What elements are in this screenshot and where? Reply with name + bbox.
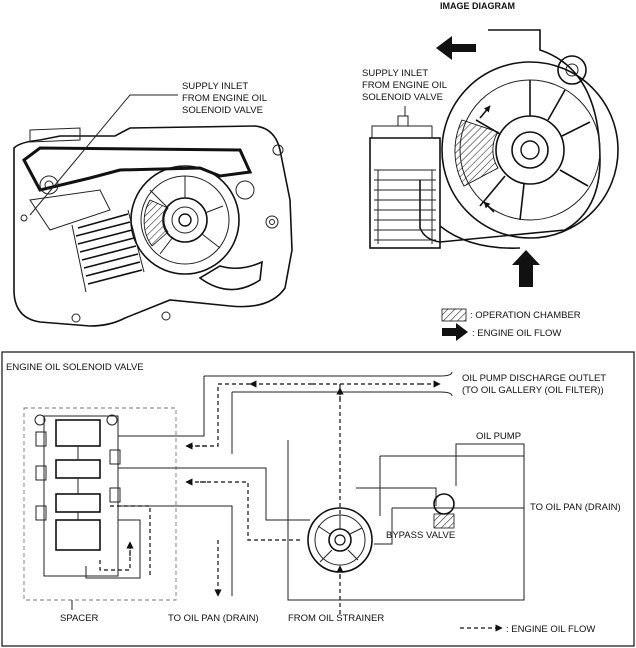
solenoid-valve-label: ENGINE OIL SOLENOID VALVE bbox=[6, 362, 144, 373]
pump-drawing bbox=[13, 125, 293, 327]
engine-oil-flow-legend-top: : ENGINE OIL FLOW bbox=[472, 328, 561, 339]
discharge-outlet-label: OIL PUMP DISCHARGE OUTLET (TO OIL GALLER… bbox=[462, 373, 609, 396]
from-oil-strainer-label: FROM OIL STRAINER bbox=[288, 613, 384, 624]
spacer-label: SPACER bbox=[60, 613, 99, 624]
pump-rotor bbox=[130, 165, 240, 275]
supply-inlet-leader-left bbox=[29, 94, 178, 216]
engine-oil-flow-arrow-icon bbox=[442, 323, 468, 341]
bypass-valve-label: BYPASS VALVE bbox=[386, 530, 455, 541]
supply-inlet-label-right: SUPPLY INLET FROM ENGINE OIL SOLENOID VA… bbox=[362, 68, 449, 103]
schematic-pump-rotor bbox=[307, 507, 373, 573]
to-oil-pan-bottom-label: TO OIL PAN (DRAIN) bbox=[168, 613, 259, 624]
operation-chamber-legend: : OPERATION CHAMBER bbox=[470, 310, 581, 321]
bypass-valve bbox=[433, 493, 455, 529]
image-diagram-title: IMAGE DIAGRAM bbox=[440, 1, 515, 11]
image-diagram bbox=[369, 29, 619, 287]
oil-flow-paths bbox=[99, 380, 441, 614]
engine-oil-flow-legend-bottom: : ENGINE OIL FLOW bbox=[506, 624, 595, 635]
to-oil-pan-right-label: TO OIL PAN (DRAIN) bbox=[530, 502, 621, 513]
operation-chamber-swatch bbox=[441, 308, 467, 322]
solenoid-valve-body bbox=[34, 414, 121, 577]
supply-inlet-label-left: SUPPLY INLET FROM ENGINE OIL SOLENOID VA… bbox=[182, 81, 269, 116]
spacer-box bbox=[23, 407, 177, 601]
hydraulic-lines bbox=[85, 375, 525, 601]
pump-spring bbox=[71, 209, 145, 293]
oil-pump-label: OIL PUMP bbox=[476, 431, 521, 442]
schematic-frame bbox=[1, 351, 635, 647]
